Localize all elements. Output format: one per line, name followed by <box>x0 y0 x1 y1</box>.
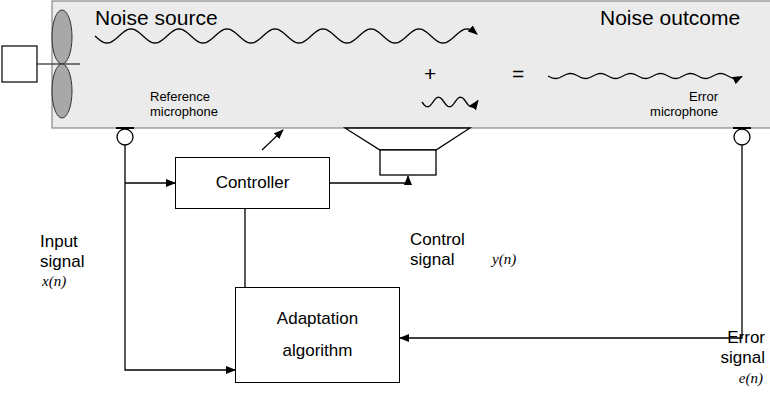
control-wire <box>330 176 408 183</box>
operator-symbol: = <box>512 62 532 86</box>
noise-wave <box>95 29 477 43</box>
microphone-symbol <box>117 129 133 145</box>
error-wire <box>400 145 742 338</box>
part-label: Reference microphone <box>150 90 235 120</box>
process-box: Controller <box>175 157 330 209</box>
operator-symbol: + <box>424 62 444 86</box>
connector-line <box>244 209 245 287</box>
fan-motor <box>2 46 37 82</box>
microphone-symbol <box>734 129 750 145</box>
fan-shaft <box>37 63 80 64</box>
loudspeaker <box>345 128 470 150</box>
box-label: Controller <box>216 173 290 193</box>
fan-blade <box>52 10 72 64</box>
process-box: Adaptation algorithm <box>235 287 400 383</box>
duct <box>52 1 770 128</box>
loudspeaker <box>380 150 436 175</box>
signal-symbol: e(n) <box>718 370 763 387</box>
signal-name: Input signal <box>40 232 120 271</box>
box-label: Adaptation algorithm <box>273 303 363 368</box>
residual-wave <box>548 74 742 79</box>
input-wire <box>125 182 175 183</box>
heading-label: Noise outcome <box>600 6 770 30</box>
heading-label: Noise source <box>95 6 295 30</box>
signal-name: Control signal <box>410 230 485 269</box>
signal-name: Error signal <box>690 328 765 367</box>
signal-symbol: y(n) <box>492 251 542 268</box>
fan-blade <box>52 64 72 118</box>
anti-noise-wave <box>422 97 478 107</box>
part-label: Error microphone <box>625 90 718 120</box>
signal-symbol: x(n) <box>42 273 102 290</box>
adjust-arrow <box>262 130 283 150</box>
